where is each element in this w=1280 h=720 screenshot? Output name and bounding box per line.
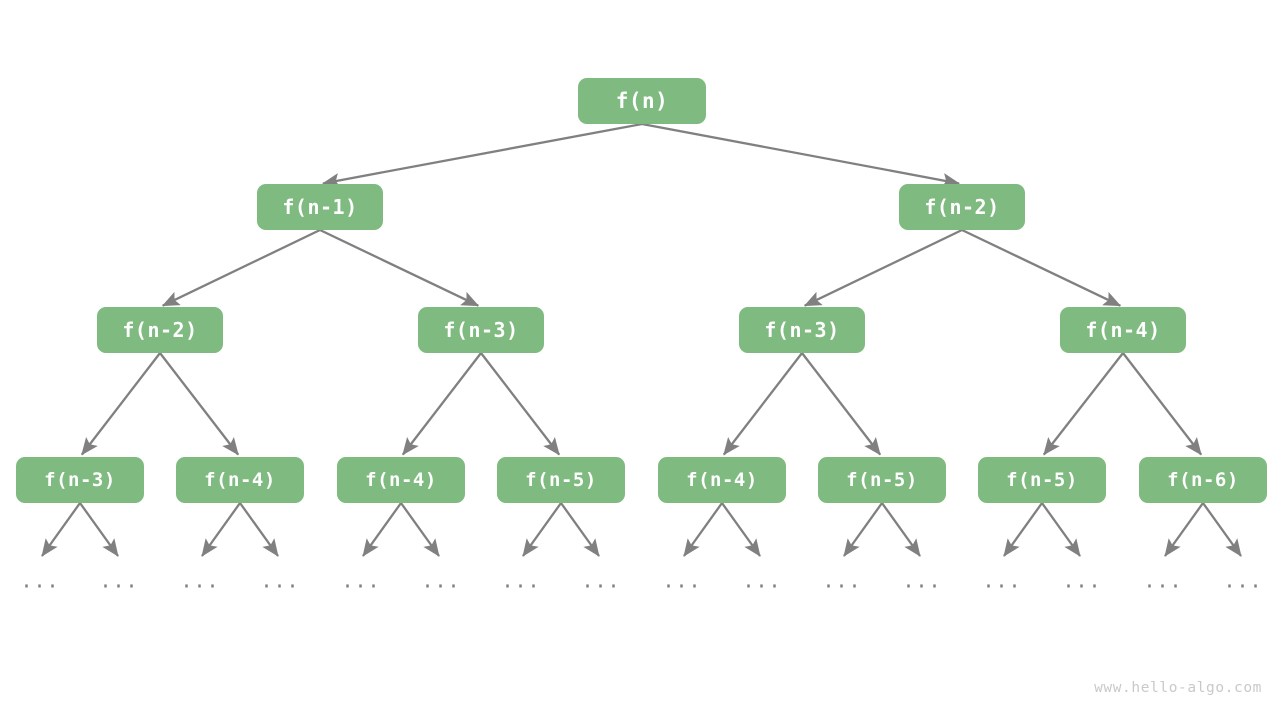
leaf-edge-7 xyxy=(560,502,600,557)
leaf-edge-13 xyxy=(1041,502,1081,557)
tree-node-fn-5[interactable]: f(n-5) xyxy=(978,457,1106,503)
ellipsis-marker: ··· xyxy=(742,574,782,598)
leaf-edge-4 xyxy=(362,502,402,557)
ellipsis-marker: ··· xyxy=(1143,574,1183,598)
tree-node-label: f(n-3) xyxy=(44,468,116,491)
leaf-edge-11 xyxy=(881,502,921,557)
leaf-edge-12 xyxy=(1003,502,1043,557)
edge-n1-to-n4 xyxy=(319,228,480,307)
edge-n6-to-n14 xyxy=(1122,352,1203,456)
edge-n4-to-n10 xyxy=(480,352,561,456)
leaf-edge-5 xyxy=(400,502,440,557)
edge-n0-to-n2 xyxy=(641,122,960,188)
tree-node-fn-4[interactable]: f(n-4) xyxy=(176,457,304,503)
tree-node-label: f(n-5) xyxy=(525,468,597,491)
tree-node-fn-2[interactable]: f(n-2) xyxy=(899,184,1025,230)
edge-n2-to-n6 xyxy=(961,228,1122,307)
ellipsis-marker: ··· xyxy=(260,574,300,598)
ellipsis-marker: ··· xyxy=(1062,574,1102,598)
ellipsis-marker: ··· xyxy=(902,574,942,598)
leaf-edge-8 xyxy=(683,502,723,557)
tree-node-label: f(n-6) xyxy=(1167,468,1239,491)
tree-node-label: f(n-5) xyxy=(1006,468,1078,491)
tree-node-fn-4[interactable]: f(n-4) xyxy=(658,457,786,503)
tree-node-fn-4[interactable]: f(n-4) xyxy=(337,457,465,503)
edge-n5-to-n12 xyxy=(801,352,882,456)
tree-node-label: f(n-4) xyxy=(686,468,758,491)
watermark: www.hello-algo.com xyxy=(1094,680,1262,696)
tree-node-fn-3[interactable]: f(n-3) xyxy=(739,307,865,353)
leaf-edge-6 xyxy=(522,502,562,557)
tree-node-fn-3[interactable]: f(n-3) xyxy=(16,457,144,503)
tree-node-label: f(n-4) xyxy=(1085,318,1161,342)
tree-node-label: f(n-4) xyxy=(365,468,437,491)
tree-node-fn-2[interactable]: f(n-2) xyxy=(97,307,223,353)
ellipsis-marker: ··· xyxy=(341,574,381,598)
ellipsis-marker: ··· xyxy=(822,574,862,598)
ellipsis-marker: ··· xyxy=(421,574,461,598)
tree-node-label: f(n-3) xyxy=(443,318,519,342)
leaf-edge-1 xyxy=(79,502,119,557)
leaf-edges xyxy=(41,502,1242,557)
leaf-edge-0 xyxy=(41,502,81,557)
tree-node-fn-5[interactable]: f(n-5) xyxy=(818,457,946,503)
ellipsis-marker: ··· xyxy=(180,574,220,598)
tree-node-label: f(n-1) xyxy=(282,195,358,219)
ellipsis-marker: ··· xyxy=(20,574,60,598)
tree-node-label: f(n-2) xyxy=(924,195,1000,219)
edge-n0-to-n1 xyxy=(322,122,643,188)
edge-n2-to-n5 xyxy=(803,228,963,307)
ellipsis-marker: ··· xyxy=(581,574,621,598)
tree-node-fn-5[interactable]: f(n-5) xyxy=(497,457,625,503)
edge-n1-to-n3 xyxy=(161,228,321,307)
leaf-edge-2 xyxy=(201,502,241,557)
edge-n4-to-n9 xyxy=(401,352,482,456)
tree-node-label: f(n-5) xyxy=(846,468,918,491)
ellipsis-marker: ··· xyxy=(501,574,541,598)
tree-node-fn-6[interactable]: f(n-6) xyxy=(1139,457,1267,503)
leaf-edge-10 xyxy=(843,502,883,557)
tree-node-label: f(n-4) xyxy=(204,468,276,491)
edge-n6-to-n13 xyxy=(1042,352,1124,456)
ellipsis-marker: ··· xyxy=(982,574,1022,598)
tree-node-label: f(n-3) xyxy=(764,318,840,342)
ellipsis-marker: ··· xyxy=(99,574,139,598)
leaf-edge-3 xyxy=(239,502,279,557)
ellipsis-marker: ··· xyxy=(1223,574,1263,598)
tree-edges xyxy=(80,122,1203,456)
edge-n3-to-n7 xyxy=(80,352,161,456)
leaf-edge-9 xyxy=(721,502,761,557)
tree-node-fn-4[interactable]: f(n-4) xyxy=(1060,307,1186,353)
tree-node-fn-3[interactable]: f(n-3) xyxy=(418,307,544,353)
edge-n3-to-n8 xyxy=(159,352,240,456)
tree-node-fn[interactable]: f(n) xyxy=(578,78,706,124)
leaf-edge-15 xyxy=(1202,502,1242,557)
leaf-edge-14 xyxy=(1164,502,1204,557)
tree-node-label: f(n-2) xyxy=(122,318,198,342)
tree-node-fn-1[interactable]: f(n-1) xyxy=(257,184,383,230)
edge-n5-to-n11 xyxy=(722,352,803,456)
ellipsis-marker: ··· xyxy=(662,574,702,598)
tree-node-label: f(n) xyxy=(615,88,669,113)
